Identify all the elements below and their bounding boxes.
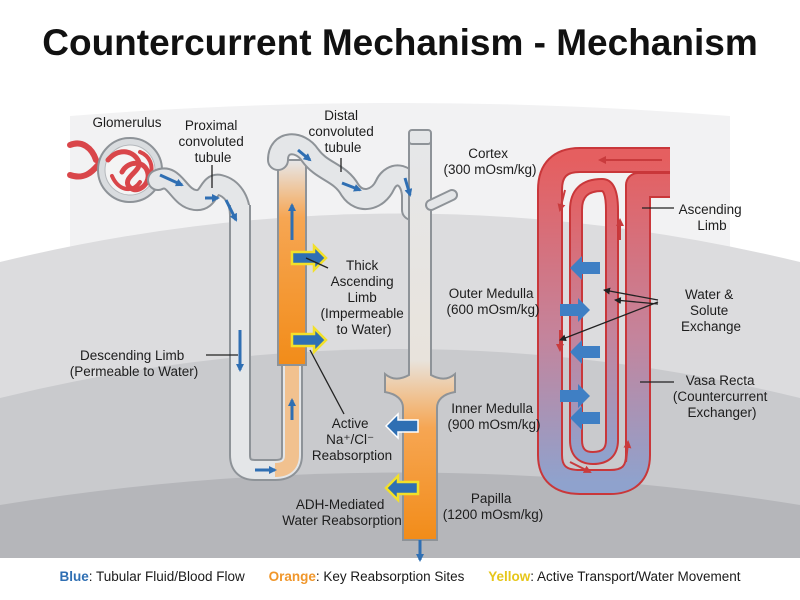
label-cortex: Cortex (300 mOsm/kg) [443, 146, 536, 177]
legend-item-orange: Orange: Key Reabsorption Sites [269, 569, 465, 584]
label-glomerulus: Glomerulus [92, 115, 161, 130]
label-vasa-recta: Vasa Recta (Countercurrent Exchanger) [673, 373, 771, 420]
active-transport-arrows [290, 242, 420, 504]
legend-key-yellow: Yellow [488, 569, 531, 584]
label-papilla: Papilla (1200 mOsm/kg) [443, 491, 544, 522]
tubular-flow-arrows [159, 148, 413, 474]
label-adh-reabsorption: ADH-Mediated Water Reabsorption [282, 497, 402, 528]
legend-text-blue: : Tubular Fluid/Blood Flow [88, 569, 245, 584]
legend-item-blue: Blue: Tubular Fluid/Blood Flow [59, 569, 244, 584]
label-exchange: Water & Solute Exchange [681, 287, 741, 334]
yellow-arrow-adh [384, 472, 420, 504]
label-ascending-limb: Ascending Limb [679, 202, 746, 233]
label-outer-medulla: Outer Medulla (600 mOsm/kg) [446, 286, 539, 317]
label-active-reabsorption: Active Na⁺/Cl⁻ Reabsorption [312, 416, 392, 463]
vasa-recta [537, 147, 670, 495]
bottom-mask [0, 558, 800, 600]
blue-arrow-inner [384, 412, 419, 440]
glomerulus-icon [67, 137, 163, 203]
label-distal-tubule: Distal convoluted tubule [308, 108, 377, 155]
label-thick-ascending-limb: Thick Ascending Limb (Impermeable to Wat… [320, 258, 407, 337]
yellow-arrow-lower [290, 324, 328, 356]
legend-text-orange: : Key Reabsorption Sites [315, 569, 465, 584]
distal-tubule [269, 135, 421, 219]
diagram-labels: Glomerulus Proximal convoluted tubule Di… [70, 108, 771, 528]
legend-item-yellow: Yellow: Active Transport/Water Movement [488, 569, 740, 584]
legend: Blue: Tubular Fluid/Blood Flow Orange: K… [0, 569, 800, 584]
label-descending-limb: Descending Limb (Permeable to Water) [70, 348, 199, 379]
diagram-title: Countercurrent Mechanism - Mechanism [42, 22, 758, 63]
legend-key-blue: Blue [59, 569, 89, 584]
label-inner-medulla: Inner Medulla (900 mOsm/kg) [447, 401, 540, 432]
leader-lines [206, 158, 674, 415]
legend-text-yellow: : Active Transport/Water Movement [530, 569, 741, 584]
legend-key-orange: Orange [268, 569, 316, 584]
label-proximal-tubule: Proximal convoluted tubule [178, 118, 247, 165]
